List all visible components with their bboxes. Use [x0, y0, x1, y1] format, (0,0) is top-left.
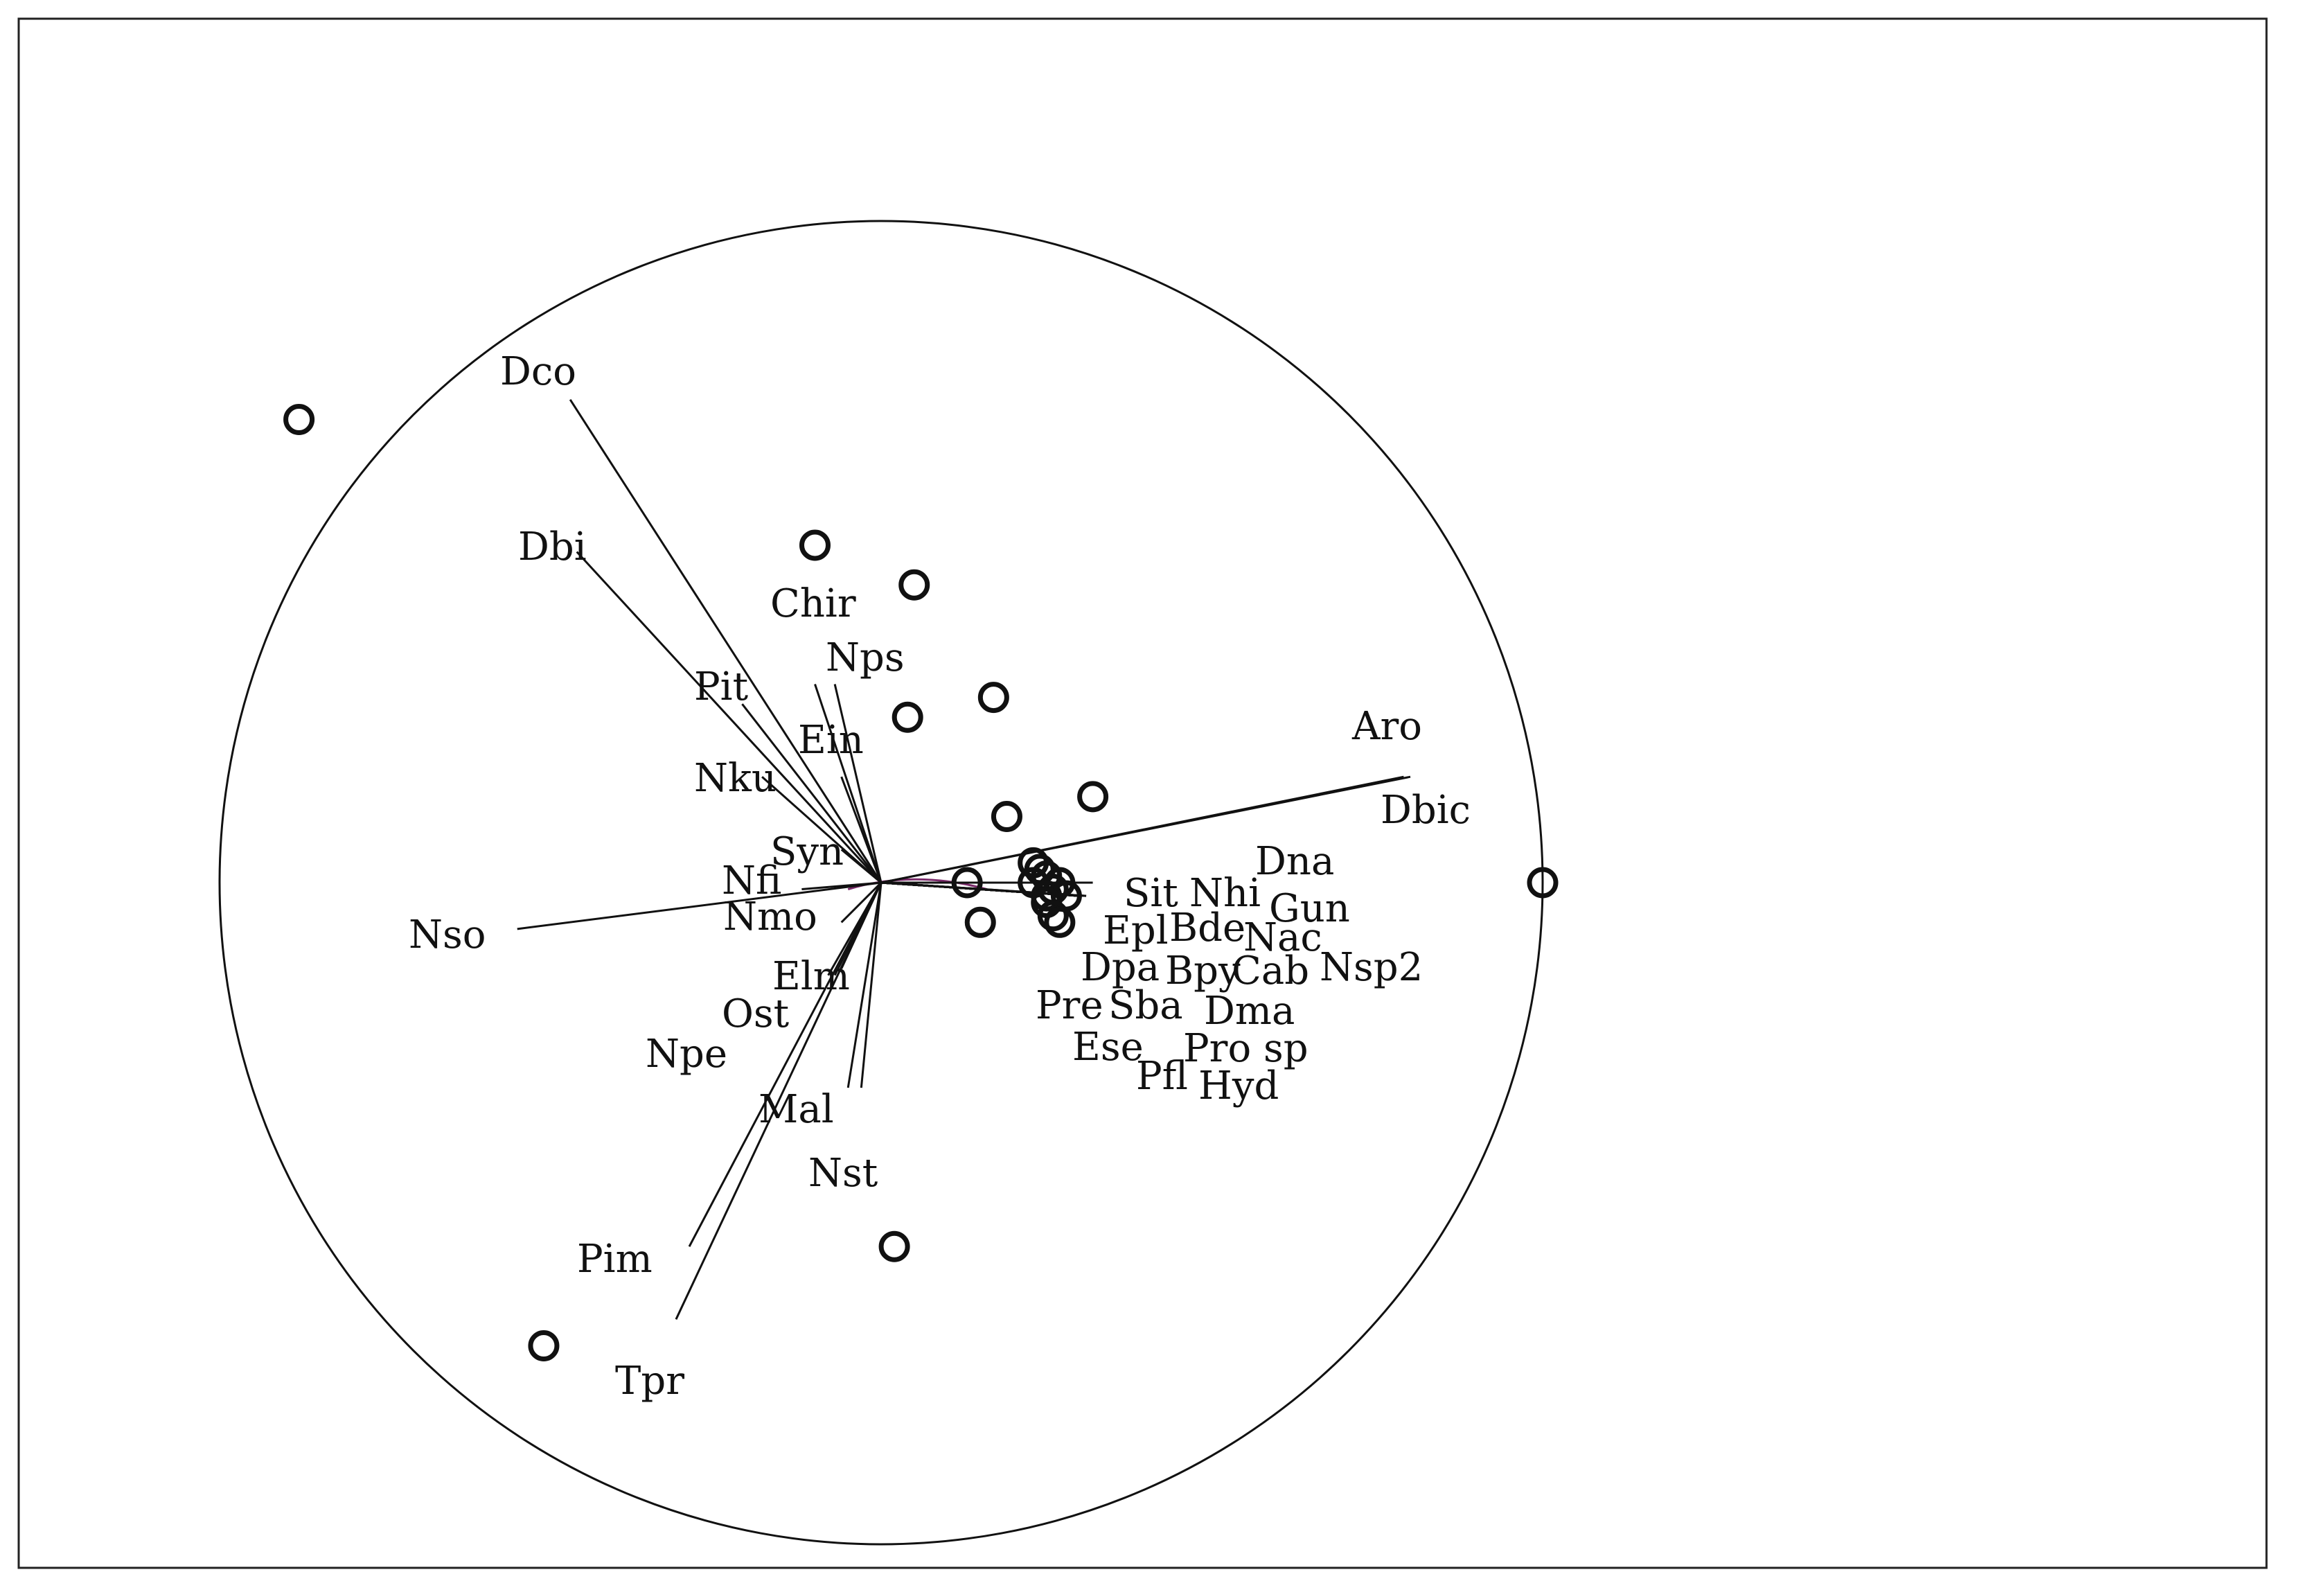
site-point-7 [991, 801, 1022, 832]
site-point-5 [892, 701, 923, 733]
correlation-circle [218, 220, 1544, 1546]
label-nac: Nac [1243, 915, 1322, 960]
arrow-ein [840, 776, 882, 883]
arrow-pit [741, 703, 882, 883]
arrow-tpr [675, 882, 882, 1320]
label-epl: Epl [1103, 908, 1169, 953]
label-hyd: Hyd [1198, 1063, 1279, 1109]
label-pro-sp: Pro sp [1183, 1026, 1309, 1071]
label-pfl: Pfl [1136, 1054, 1188, 1099]
arrow-nst [860, 882, 882, 1088]
label-ost: Ost [722, 991, 790, 1036]
label-nps: Nps [826, 635, 905, 680]
site-points [283, 404, 1559, 1361]
label-nku: Nku [694, 756, 777, 801]
arrow-mal [846, 882, 882, 1088]
label-nmo: Nmo [723, 894, 817, 939]
label-tpr: Tpr [615, 1359, 684, 1404]
arrow-nps [833, 684, 882, 883]
label-pre: Pre [1036, 983, 1103, 1028]
label-mal: Mal [759, 1087, 834, 1132]
site-point-19 [964, 906, 996, 938]
label-nso: Nso [409, 912, 486, 957]
label-ese: Ese [1072, 1025, 1144, 1070]
label-nhi: Nhi [1189, 871, 1261, 916]
label-ein: Ein [798, 718, 864, 763]
arrow-dco [569, 399, 882, 883]
plot-frame [17, 17, 2268, 1569]
label-nsp2: Nsp2 [1320, 945, 1423, 990]
label-npe: Npe [646, 1032, 727, 1077]
label-sit: Sit [1124, 871, 1178, 916]
arrow-chir [814, 684, 882, 883]
label-dbic: Dbic [1381, 788, 1471, 833]
label-syn: Syn [770, 829, 844, 874]
label-dna: Dna [1255, 839, 1334, 884]
label-cab: Cab [1232, 948, 1309, 993]
label-nst: Nst [808, 1151, 878, 1196]
arrow-dbic [880, 775, 1411, 884]
site-point-22 [878, 1230, 910, 1262]
site-point-21 [1527, 867, 1559, 899]
label-dma: Dma [1204, 989, 1295, 1034]
label-chir: Chir [770, 581, 856, 626]
site-point-23 [528, 1330, 560, 1361]
site-point-17 [1037, 900, 1069, 932]
label-dco: Dco [500, 349, 576, 394]
site-point-2 [799, 529, 831, 561]
site-point-1 [283, 404, 315, 435]
label-pim: Pim [577, 1237, 653, 1282]
arrow-pim [688, 882, 882, 1247]
arrow-nso [517, 881, 882, 930]
label-aro: Aro [1351, 704, 1422, 749]
label-dbi: Dbi [518, 524, 587, 569]
label-bpy: Bpy [1165, 948, 1241, 993]
site-point-6 [1077, 781, 1109, 813]
label-gun: Gun [1269, 886, 1350, 931]
arrow-dbi [576, 551, 882, 884]
label-elm: Elm [772, 954, 850, 999]
label-pit: Pit [694, 664, 749, 709]
arrow-nmo [840, 881, 882, 924]
label-bde: Bde [1169, 906, 1245, 951]
site-point-18 [951, 867, 983, 899]
arrow-syn [840, 849, 882, 884]
label-nfi: Nfi [722, 858, 781, 903]
site-point-20 [1044, 906, 1076, 938]
label-dpa: Dpa [1081, 945, 1160, 990]
site-point-3 [898, 569, 930, 601]
site-point-4 [977, 682, 1009, 714]
label-sba: Sba [1108, 983, 1183, 1028]
